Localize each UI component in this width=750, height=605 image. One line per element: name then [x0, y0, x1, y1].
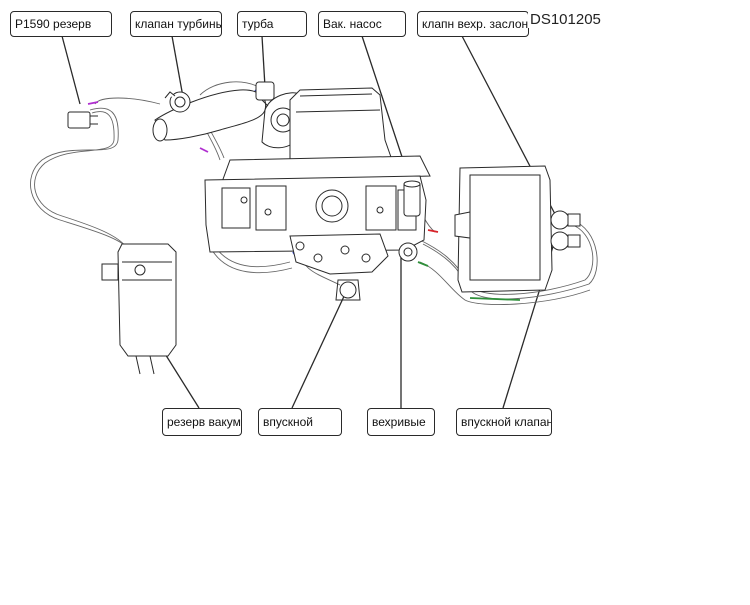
leader-p1590: [61, 35, 81, 105]
p1590-valve: [67, 111, 98, 129]
turbo-actuator: [255, 81, 275, 107]
label-p1590-reserve: P1590 резерв: [10, 11, 112, 37]
valve-cover: [289, 87, 393, 161]
leader-turbo: [261, 35, 266, 88]
label-intake: впускной: [258, 408, 342, 436]
leader-turbine-valve: [171, 35, 184, 98]
label-turbo: турба: [237, 11, 307, 37]
battery-box: [454, 165, 553, 293]
label-intake-valve: впускной клапан: [456, 408, 552, 436]
engine-block: [204, 87, 431, 275]
connector-purple-p1590: [87, 101, 99, 105]
leader-intake: [291, 291, 347, 409]
label-vacuum-pump: Вак. насос: [318, 11, 406, 37]
connector-green-bottom: [469, 297, 521, 301]
upper-flap-actuator: [398, 242, 418, 262]
connector-green-upper: [417, 261, 429, 267]
label-turbine-valve: клапан турбины: [130, 11, 222, 37]
intake-solenoid: [335, 279, 361, 301]
hose-p1590-to-reservoir: [30, 107, 131, 251]
hose-to-upper-flap-valves: [419, 223, 594, 295]
hose-p1590-to-turbine-valve: [94, 97, 161, 105]
vacuum-pump: [403, 180, 421, 217]
connector-red-pump: [427, 229, 439, 233]
lower-manifold: [289, 233, 389, 275]
hose-turbo-actuator: [199, 81, 261, 96]
label-upper: вехривые: [367, 408, 435, 436]
turbine-valve: [164, 91, 191, 113]
reference-code: DS101205: [528, 11, 603, 28]
label-vacuum-reservoir: резерв вакум: [162, 408, 242, 436]
label-upper-flap-valve: клапн вехр. заслонки: [417, 11, 529, 37]
vacuum-reservoir-canister: [101, 243, 177, 375]
upper-flap-valves: [550, 210, 581, 251]
connector-purple-turbine: [199, 147, 209, 153]
upper-manifold: [221, 155, 431, 183]
